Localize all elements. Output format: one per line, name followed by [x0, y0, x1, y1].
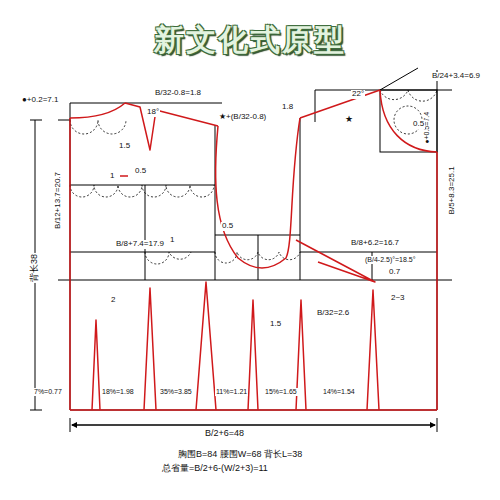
dimension-label: B/8+6.2=16.7 — [350, 239, 400, 248]
dimension-label: 1.5 — [118, 142, 131, 151]
dimension-label: 1 — [169, 236, 175, 245]
dimension-label: 11%=1.21 — [215, 388, 248, 396]
dimension-label: 7%=0.77 — [33, 388, 63, 396]
dimension-label: 总省量=B/2+6-(W/2+3)=11 — [161, 464, 269, 474]
dimension-label: 0.7 — [388, 268, 401, 277]
dimension-label: ★ — [344, 115, 354, 125]
dimension-label: B/32-0.8=1.8 — [154, 89, 202, 98]
dimension-label: 0.5 — [221, 222, 234, 231]
dimension-label: 18° — [146, 108, 160, 117]
dimension-label: 2 — [110, 296, 116, 305]
title: 新文化式原型 — [154, 20, 346, 61]
dimension-label: 35%=3.85 — [159, 388, 193, 396]
dimension-label: 背长38 — [30, 253, 40, 283]
frame-lines — [30, 68, 452, 432]
dimension-label: B/12+13.7=20.7 — [54, 171, 63, 230]
dimension-label: 18%=1.98 — [101, 388, 135, 396]
dimension-label: ★+(B/32-0.8) — [218, 113, 267, 122]
dimension-label: 0.5 — [134, 167, 147, 176]
dimension-label: ●+0.2=7.1 — [21, 96, 59, 105]
dimension-label: B/24+3.4=6.9 — [431, 72, 481, 81]
dimension-label: 1.8 — [281, 103, 294, 112]
dimension-label: 22° — [351, 90, 365, 99]
dimension-label: B/2+6=48 — [204, 429, 245, 439]
guide-arcs — [70, 90, 437, 264]
dimension-label: B/32=2.6 — [316, 309, 350, 318]
dimension-label: 14%=1.54 — [322, 388, 356, 396]
dimension-label: 2~3 — [390, 294, 406, 303]
pattern-outline — [70, 90, 437, 410]
dimension-label: 1 — [109, 172, 115, 181]
dimension-label: B/8+7.4=17.9 — [115, 240, 165, 249]
dimension-label: (B/4-2.5)°=18.5° — [364, 256, 417, 264]
dimension-label: B/5+8.3=25.1 — [448, 165, 457, 215]
dimension-label: 1.5 — [269, 320, 282, 329]
dimension-label: 0.5 — [412, 120, 425, 129]
dimension-label: 胸围B=84 腰围W=68 背长L=38 — [177, 450, 303, 460]
dimension-label: 15%=1.65 — [264, 388, 298, 396]
